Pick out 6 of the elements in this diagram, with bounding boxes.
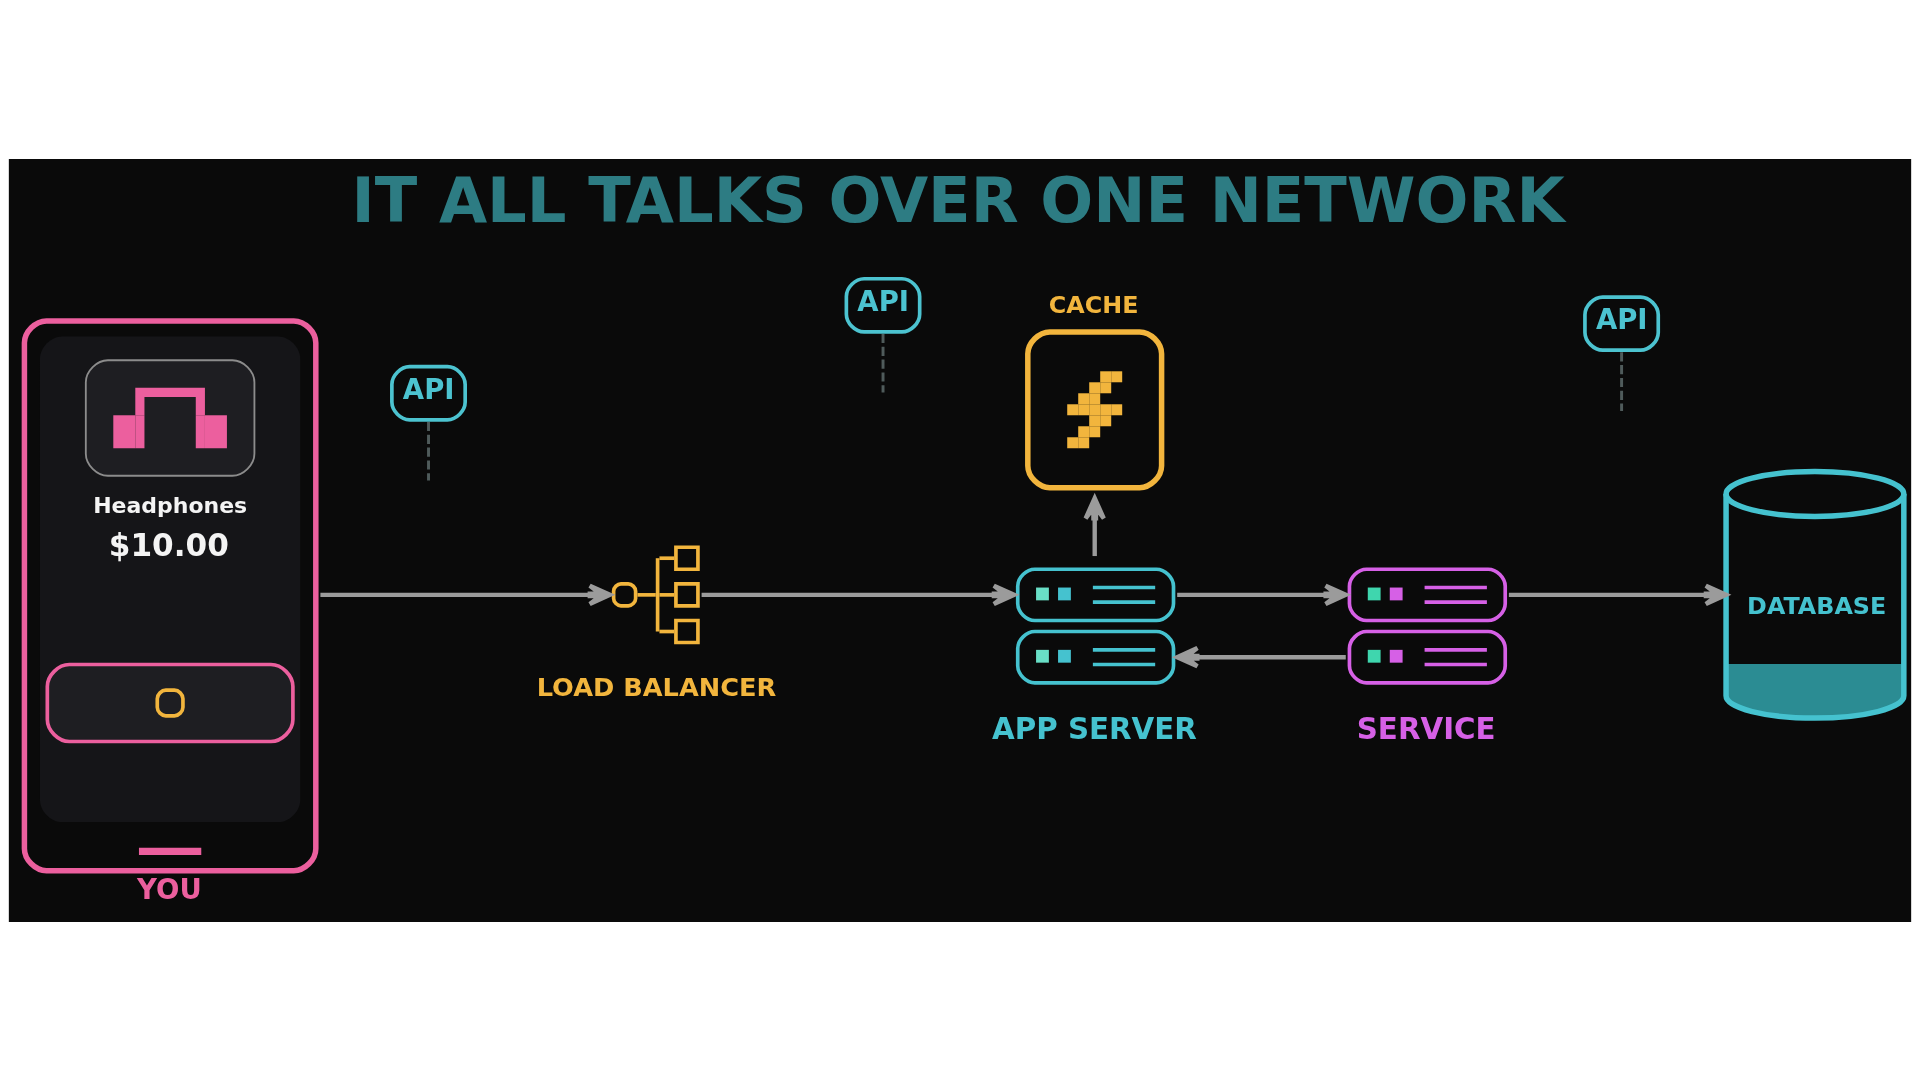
- node-label: YOU: [137, 872, 202, 905]
- node-label: LOAD BALANCER: [536, 671, 777, 702]
- node-label: CACHE: [1048, 290, 1139, 319]
- node-label: SERVICE: [1356, 711, 1496, 746]
- diagram-title: IT ALL TALKS OVER ONE NETWORK: [351, 163, 1565, 237]
- node-label: APP SERVER: [992, 711, 1197, 746]
